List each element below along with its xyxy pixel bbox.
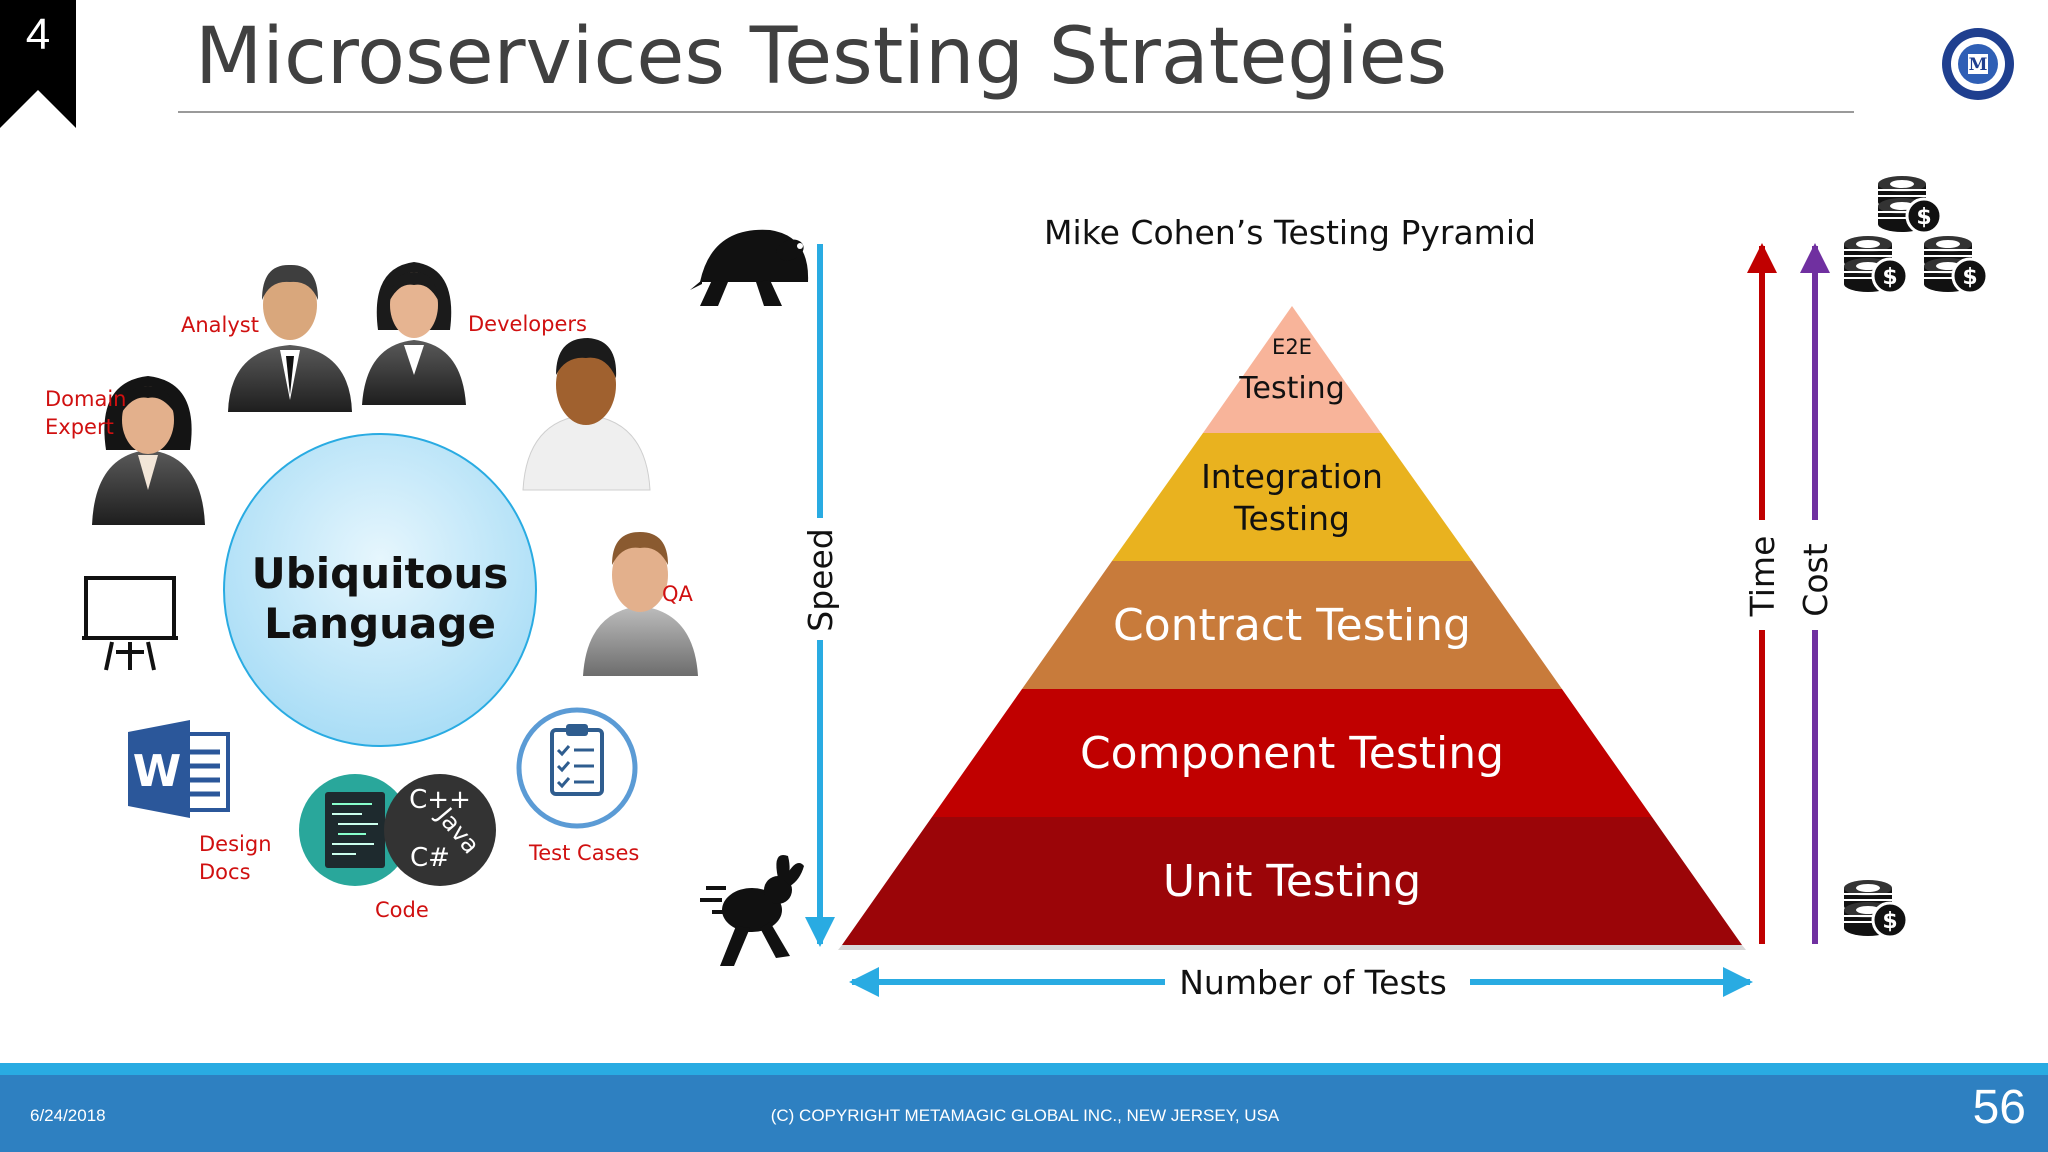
- domain-expert-label-line1: Domain: [45, 387, 127, 411]
- qa-person-icon: [583, 532, 698, 676]
- tier-integration-label-line2: Testing: [1233, 499, 1350, 538]
- whiteboard-icon: [82, 576, 178, 671]
- clipboard-icon: [516, 707, 638, 829]
- footer-date: 6/24/2018: [30, 1106, 106, 1125]
- tier-e2e-label-line2: Testing: [1238, 371, 1344, 406]
- domain-expert-label-line2: Expert: [45, 415, 114, 439]
- qa-label: QA: [662, 582, 693, 606]
- word-doc-icon: W: [128, 720, 230, 818]
- developer-man-icon: [522, 338, 651, 491]
- design-docs-label-line1: Design: [199, 832, 272, 856]
- tier-e2e-label-line1: E2E: [1272, 335, 1312, 359]
- company-logo-icon: M: [1942, 28, 2014, 100]
- code-lang-cpp: C++: [409, 785, 471, 815]
- svg-text:M: M: [1969, 55, 1988, 75]
- footer-copyright: (C) COPYRIGHT METAMAGIC GLOBAL INC., NEW…: [770, 1106, 1280, 1125]
- footer-bar: [0, 1075, 2048, 1152]
- tier-integration-label-line1: Integration: [1201, 457, 1383, 496]
- design-docs-label-line2: Docs: [199, 860, 251, 884]
- rabbit-icon: [700, 854, 804, 966]
- developer-woman-icon: [362, 262, 466, 405]
- code-lang-csharp: C#: [410, 843, 450, 873]
- testing-pyramid: [838, 306, 1746, 950]
- tier-component-label: Component Testing: [1080, 728, 1504, 779]
- analyst-person-icon: [228, 264, 352, 412]
- tier-unit: [842, 817, 1742, 945]
- tier-contract: [1022, 561, 1562, 689]
- tier-e2e: [1203, 306, 1381, 433]
- tier-integration: [1112, 433, 1472, 561]
- ubiquitous-language-bubble: [223, 433, 537, 747]
- pyramid-title: Mike Cohen’s Testing Pyramid: [1044, 213, 1536, 252]
- speed-axis-label: Speed: [801, 528, 840, 631]
- slide-number-badge: [0, 0, 76, 128]
- coins-stack-small-icon: [1843, 879, 1909, 939]
- tier-component: [932, 689, 1652, 817]
- domain-expert-icon: [92, 376, 205, 525]
- turtle-icon: [690, 229, 809, 306]
- coins-stack-large-icon: [1843, 175, 1989, 295]
- slide-title: Microservices Testing Strategies: [195, 12, 1448, 102]
- code-label: Code: [375, 898, 429, 922]
- center-label-line1: Ubiquitous: [252, 549, 509, 598]
- developers-label: Developers: [468, 312, 587, 336]
- footer-accent-bar: [0, 1063, 2048, 1075]
- code-icon: [299, 774, 496, 886]
- tier-unit-label: Unit Testing: [1163, 856, 1421, 907]
- center-label-line2: Language: [264, 599, 496, 648]
- ubiquitous-language-diagram: Ubiquitous Language: [82, 262, 698, 886]
- footer-page-number: 56: [1972, 1081, 2026, 1134]
- slide-section-number: 4: [25, 10, 51, 59]
- time-axis-label: Time: [1743, 536, 1782, 618]
- cost-axis-label: Cost: [1796, 543, 1835, 616]
- analyst-label: Analyst: [181, 313, 259, 337]
- test-cases-label: Test Cases: [529, 841, 640, 865]
- tier-contract-label: Contract Testing: [1113, 600, 1471, 651]
- title-divider: [178, 111, 1854, 113]
- number-of-tests-label: Number of Tests: [1179, 963, 1447, 1002]
- word-icon-letter: W: [133, 746, 182, 797]
